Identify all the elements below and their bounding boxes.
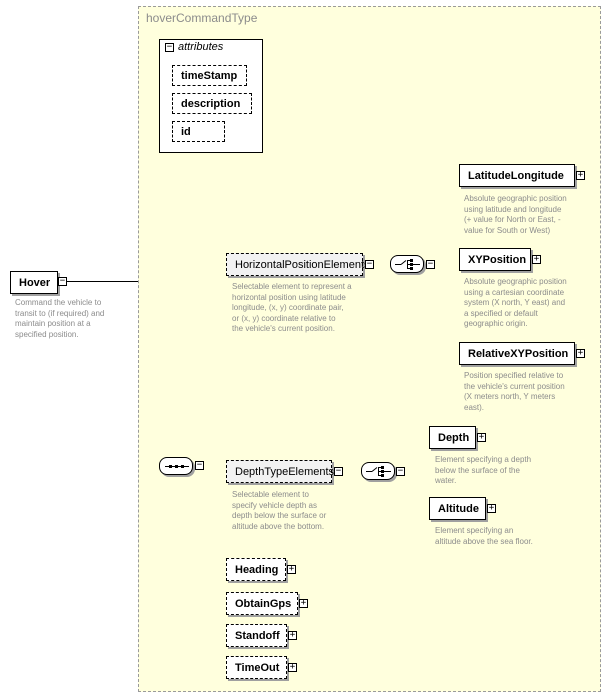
altitude-element[interactable]: Altitude: [429, 497, 486, 520]
attributes-collapse-icon[interactable]: −: [165, 42, 174, 52]
sequence-icon: [165, 465, 189, 468]
hover-collapse-icon[interactable]: −: [58, 276, 67, 286]
attribute-id[interactable]: id: [172, 121, 225, 142]
horizontal-choice-collapse-icon[interactable]: −: [426, 259, 435, 269]
xy-position-element[interactable]: XYPosition: [459, 248, 531, 271]
obtain-gps-expand-icon[interactable]: +: [299, 598, 308, 608]
depth-collapse-icon[interactable]: −: [334, 466, 343, 476]
depth-element[interactable]: Depth: [429, 426, 476, 449]
type-title: hoverCommandType: [146, 11, 258, 25]
choice-icon: [395, 259, 420, 270]
heading-expand-icon[interactable]: +: [287, 564, 296, 574]
horizontal-position-elements[interactable]: HorizontalPositionElements: [226, 253, 370, 276]
timeout-expand-icon[interactable]: +: [288, 662, 297, 672]
depth-expand-icon[interactable]: +: [477, 432, 486, 442]
depth-choice-compositor[interactable]: [361, 462, 395, 480]
sequence-compositor[interactable]: [159, 457, 193, 475]
relative-xy-position-expand-icon[interactable]: +: [576, 348, 585, 358]
depth-type-elements[interactable]: DepthTypeElements: [226, 460, 334, 483]
sequence-collapse-icon[interactable]: −: [195, 460, 204, 470]
standoff-element[interactable]: Standoff: [226, 624, 287, 647]
choice-icon: [366, 466, 391, 477]
latitude-longitude-expand-icon[interactable]: +: [576, 170, 585, 180]
attribute-timestamp[interactable]: timeStamp: [172, 65, 247, 86]
standoff-expand-icon[interactable]: +: [288, 630, 297, 640]
altitude-expand-icon[interactable]: +: [487, 503, 496, 513]
relative-xy-position-element[interactable]: RelativeXYPosition: [459, 342, 575, 365]
heading-element[interactable]: Heading: [226, 558, 286, 581]
depth-choice-collapse-icon[interactable]: −: [396, 466, 405, 476]
attributes-title: attributes: [178, 41, 224, 53]
attribute-description[interactable]: description: [172, 93, 252, 114]
hover-element[interactable]: Hover: [10, 271, 58, 294]
horizontal-choice-compositor[interactable]: [390, 255, 424, 273]
obtain-gps-element[interactable]: ObtainGps: [226, 592, 298, 615]
timeout-element[interactable]: TimeOut: [226, 656, 287, 679]
horizontal-collapse-icon[interactable]: −: [365, 259, 374, 269]
xy-position-expand-icon[interactable]: +: [532, 254, 541, 264]
latitude-longitude-element[interactable]: LatitudeLongitude: [459, 164, 575, 187]
